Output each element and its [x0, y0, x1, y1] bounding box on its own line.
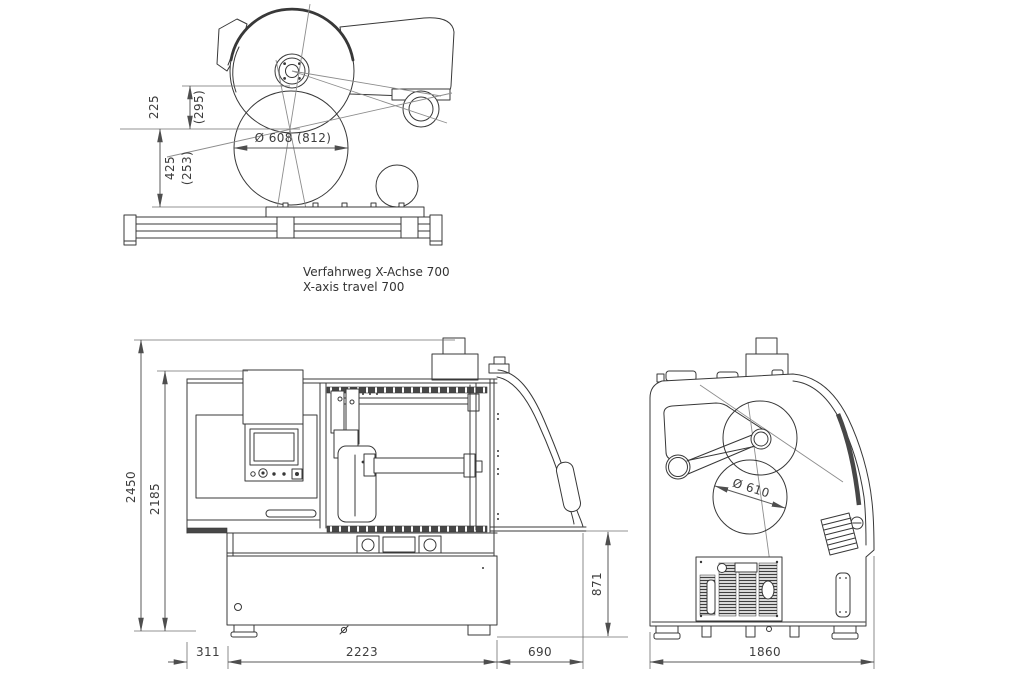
display-screen [249, 428, 299, 466]
dim-body-height-label: 2185 [148, 483, 162, 515]
panel-knob [258, 468, 268, 478]
saw-housing-guard-arc [229, 7, 355, 62]
cover-handle [555, 461, 582, 513]
dim-base-height-label: 871 [590, 572, 604, 596]
x-axis-travel-caption: Verfahrweg X-Achse 700 X-axis travel 700 [303, 265, 450, 294]
construction-lines [166, 3, 453, 211]
drain-tap [339, 625, 349, 635]
vent-panel [695, 556, 783, 622]
guide-wheel [402, 90, 440, 128]
slanted-louver [820, 512, 859, 556]
panel-button [250, 471, 256, 477]
side-door-handle [835, 572, 851, 618]
side-depth-dimension: 1860 [649, 556, 875, 669]
side-view: Ø 610 [649, 337, 875, 669]
control-panel [244, 423, 304, 482]
front-view: 2450 2185 871 311 2223 690 [124, 337, 628, 669]
clamping-cylinder [363, 453, 483, 478]
control-pendant [242, 369, 304, 425]
dim-blade-drop-label: 425 [163, 156, 177, 180]
slanted-cover [488, 356, 587, 532]
front-dimensions: 2450 2185 871 311 2223 690 [124, 339, 628, 669]
dim-total-depth-label: 1860 [749, 645, 781, 659]
workpiece-cylinder [375, 164, 419, 208]
work-area [319, 382, 498, 534]
dim-blade-diameter-label: Ø 608 (812) [255, 131, 332, 145]
machine-base-front [226, 532, 628, 638]
side-feet [653, 625, 859, 640]
dim-right-offset-label: 690 [528, 645, 552, 659]
cabinet-foot-step [186, 527, 228, 534]
vent-hole [717, 563, 727, 573]
lower-blade-circle [712, 459, 788, 535]
detail-view: 225 (295) 425 (253) Ø 608 (812) Verfahrw… [120, 3, 455, 294]
dim-left-offset-label: 311 [196, 645, 220, 659]
upper-blade-circle [722, 400, 798, 476]
caption-line-2: X-axis travel 700 [303, 280, 404, 294]
motor-pulley [665, 454, 691, 480]
dim-blade-drop-alt-label: (253) [180, 151, 194, 185]
door-frame [469, 378, 499, 557]
dim-head-offset-label: 225 [147, 95, 161, 119]
cabinet-handle-slot [265, 509, 317, 518]
dim-total-height-label: 2450 [124, 471, 138, 503]
machine-foot [467, 624, 491, 636]
saw-motor-housing [339, 17, 455, 98]
caption-line-1: Verfahrweg X-Achse 700 [303, 265, 450, 279]
dim-body-width-label: 2223 [346, 645, 378, 659]
panel-button [282, 472, 286, 476]
detail-dimensions: 225 (295) 425 (253) Ø 608 (812) [120, 85, 349, 208]
chimney-front [431, 337, 479, 381]
panel-button [272, 472, 276, 476]
base-rail [123, 202, 443, 246]
dim-head-offset-alt-label: (295) [192, 90, 206, 124]
table-band [226, 532, 498, 554]
